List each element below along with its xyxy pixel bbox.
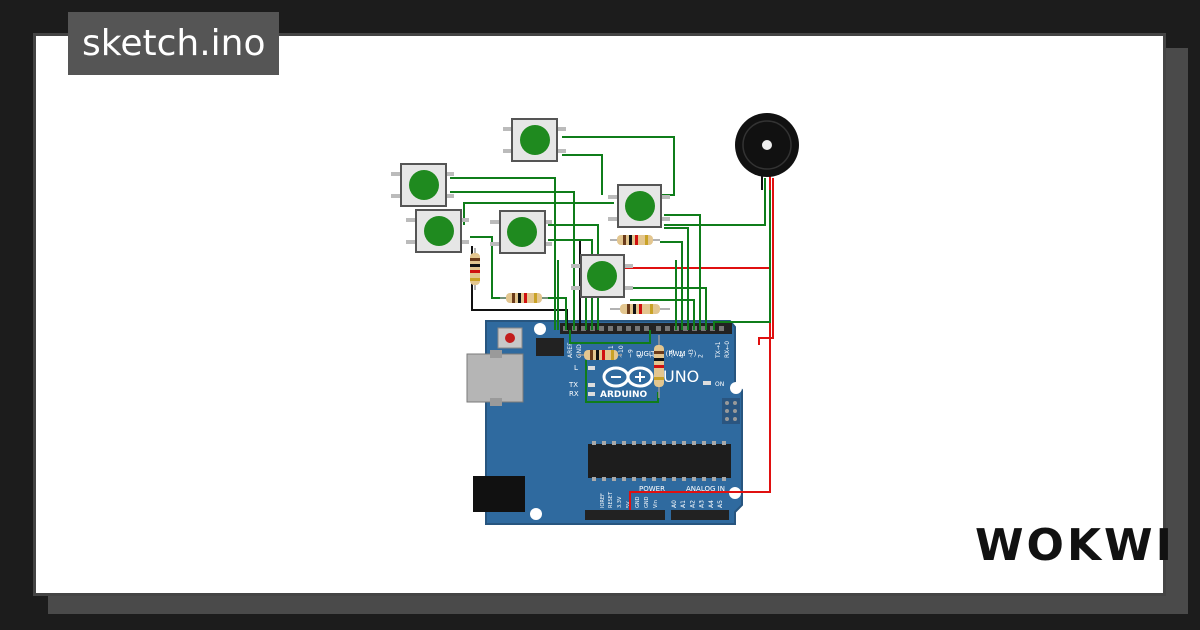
- button-cap: [625, 191, 655, 221]
- gnd-label: GND: [576, 344, 583, 358]
- analog-in-label: ANALOG IN: [686, 485, 725, 493]
- resistor-4[interactable]: [610, 304, 670, 314]
- digital-pin-label: ~10: [618, 345, 625, 358]
- button-cap: [409, 170, 439, 200]
- analog-header: [671, 510, 729, 520]
- uno-label: UNO: [663, 367, 699, 386]
- gnd-label-2: GND: [635, 496, 641, 508]
- resistor-1[interactable]: [470, 248, 480, 290]
- digital-pin-label: 8: [637, 354, 644, 358]
- pushbutton-2[interactable]: [391, 163, 454, 207]
- digital-pin-label: 2: [698, 354, 705, 358]
- wire-power-5v[interactable]: [629, 491, 736, 510]
- analog-pin-label: A3: [699, 500, 706, 508]
- analog-pin-label: A4: [708, 500, 715, 508]
- buzzer[interactable]: [735, 113, 799, 190]
- v33-label: 3.3V: [617, 496, 623, 508]
- vin-label: Vin: [653, 500, 659, 508]
- aref-label: AREF: [567, 342, 574, 358]
- icsp-header-2: [722, 398, 740, 424]
- atmega-chip: [588, 444, 731, 478]
- resistor-6[interactable]: [654, 335, 664, 398]
- wire-buzzer-signal[interactable]: [664, 178, 766, 226]
- pushbutton-3[interactable]: [406, 209, 469, 253]
- digital-label: DIGITAL (PWM ~): [636, 350, 697, 358]
- analog-pin-label: A1: [680, 500, 687, 508]
- button-cap: [424, 216, 454, 246]
- led-tx-label: TX: [568, 381, 578, 389]
- arduino-wordmark: ARDUINO: [600, 390, 648, 400]
- resistor-3[interactable]: [610, 235, 660, 245]
- button-cap: [587, 261, 617, 291]
- resistor-5[interactable]: [578, 350, 622, 360]
- digital-pin-label: ~3: [688, 349, 695, 358]
- power-jack: [473, 476, 525, 512]
- usb-port: [466, 353, 524, 403]
- analog-pin-label: A2: [689, 500, 696, 508]
- led-l: [588, 366, 595, 370]
- arduino-logo: [602, 366, 654, 388]
- pushbutton-5[interactable]: [608, 184, 670, 228]
- tx1-label: TX→1: [715, 341, 722, 359]
- digital-pin-label: ~5: [669, 349, 676, 358]
- sketch-title[interactable]: sketch.ino: [68, 12, 280, 75]
- wire-buzzer-plus[interactable]: [758, 178, 774, 345]
- mounting-hole: [730, 382, 742, 394]
- resistor-2[interactable]: [500, 293, 548, 303]
- button-cap: [507, 217, 537, 247]
- pushbuttons: [391, 118, 670, 298]
- led-l-label: L: [574, 364, 578, 372]
- rx0-label: RX←0: [724, 341, 731, 358]
- digital-pin-label: 7: [650, 354, 657, 358]
- wire-button-3[interactable]: [463, 202, 614, 225]
- buzzer-hole: [762, 140, 772, 150]
- pushbutton-4[interactable]: [490, 210, 552, 254]
- resistors: [470, 235, 670, 398]
- power-label: POWER: [639, 485, 665, 493]
- wire-ground[interactable]: [471, 246, 568, 330]
- digital-pin-label: ~9: [627, 349, 634, 358]
- led-tx: [588, 383, 595, 387]
- ioref-label: IOREF: [600, 493, 606, 508]
- analog-pin-label: A0: [671, 500, 678, 508]
- icsp-header: [536, 338, 564, 356]
- pushbutton-6[interactable]: [571, 254, 633, 298]
- mounting-hole: [530, 508, 542, 520]
- led-on: [703, 381, 711, 385]
- wire-power[interactable]: [622, 267, 771, 493]
- wire-button-6[interactable]: [630, 287, 707, 330]
- power-header: [585, 510, 665, 520]
- wire-button-2[interactable]: [450, 177, 556, 330]
- pushbutton-1[interactable]: [503, 118, 566, 162]
- digital-pin-label: 4: [678, 354, 685, 358]
- wokwi-logo: WOKWI: [975, 520, 1175, 571]
- analog-pin-label: A5: [717, 500, 724, 508]
- led-rx: [588, 392, 595, 396]
- button-cap: [520, 125, 550, 155]
- on-label: ON: [715, 381, 724, 388]
- mounting-hole: [534, 323, 546, 335]
- gnd-label-3: GND: [644, 496, 650, 508]
- wire-button-5[interactable]: [664, 214, 701, 330]
- arduino-uno-board[interactable]: AREF GND TX→1 RX←0 1312~11~10~987~6~54~3…: [466, 320, 743, 525]
- reset-label: RESET: [608, 491, 614, 508]
- led-rx-label: RX: [569, 390, 579, 398]
